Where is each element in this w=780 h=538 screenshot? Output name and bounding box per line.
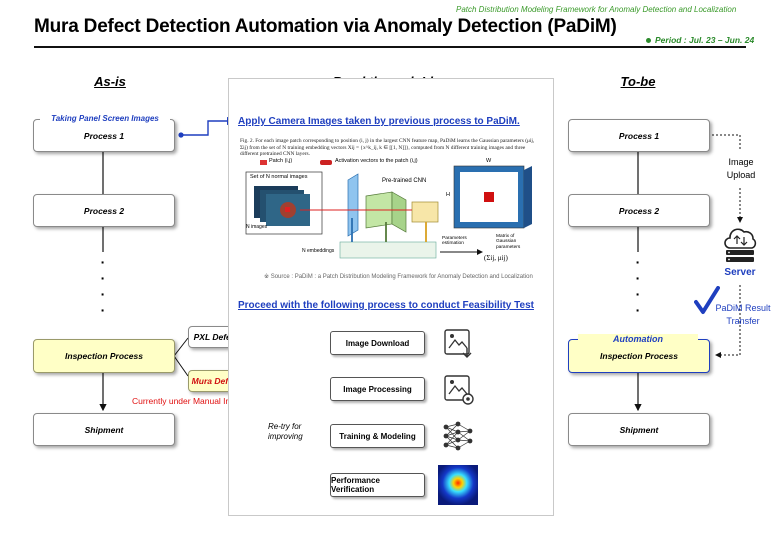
matrix-label: Matrix of Gaussian parameters [496,234,521,250]
tobe-process-2[interactable]: Process 2 [568,194,710,227]
image-download-icon [440,325,476,361]
image-upload-label: Image Upload [726,157,756,180]
page-title: Mura Defect Detection Automation via Ano… [34,16,617,37]
patch-legend-swatch [260,160,267,165]
patch-legend: Patch (i,j) [269,158,293,164]
period-label: Period : Jul. 23 – Jun. 24 [646,35,754,45]
header-divider [34,46,746,48]
asis-shipment[interactable]: Shipment [33,413,175,446]
manual-inspection-note: Currently under Manual Inspection [132,396,262,406]
asis-process-1[interactable]: Process 1 [33,119,175,152]
pretrained-cnn-label: Pre-trained CNN [382,178,427,184]
result-transfer-label: PaDiM Result Transfer [715,303,771,326]
cnn-layer-2-side [391,191,407,233]
neural-network-icon [440,418,476,454]
period-text: Period : Jul. 23 – Jun. 24 [655,35,755,45]
padim-figure-art [245,160,532,259]
params-estimation-label: Parameters estimation [442,236,467,247]
step-image-download[interactable]: Image Download [330,331,425,355]
automation-label: Automation [578,334,698,344]
period-dot-icon [646,38,651,44]
cnn-layer-1 [347,173,359,237]
figure-source: ※ Source : PaDiM : a Patch Distribution … [264,274,533,280]
upload-path-top [712,134,741,150]
embeddings-grid [339,241,437,259]
n-embeddings-label: N embeddings [302,248,335,254]
step-training-modeling[interactable]: Training & Modeling [330,424,425,448]
padim-figure: Patch (i,j) Activation vectors to the pa… [240,158,538,270]
anomaly-heatmap-icon [438,465,478,505]
page-subtitle: Patch Distribution Modeling Framework fo… [456,5,737,14]
gaussian-matrix-depth [524,166,532,228]
server-icon [720,224,760,264]
tobe-ellipsis: ···· [635,254,641,318]
apply-link[interactable]: Apply Camera Images taken by previous pr… [238,116,520,127]
cnn-layer-3 [411,201,439,223]
figure-caption: Fig. 2. For each image patch correspondi… [240,138,535,158]
asis-defect-bracket [173,337,189,377]
image-patch [285,207,290,212]
asis-heading: As-is [94,74,126,89]
result-path [715,285,741,358]
check-icon [694,286,720,316]
tobe-shipment[interactable]: Shipment [568,413,710,446]
gaussian-matrix-patch [484,192,494,202]
retry-label: Re-try for improving [268,422,303,441]
asis-inspection-process[interactable]: Inspection Process [33,339,175,373]
asis-process-2[interactable]: Process 2 [33,194,175,227]
image-processing-icon [440,371,476,407]
activation-legend: Activation vectors to the patch (i,j) [335,158,418,164]
server-label: Server [724,267,756,278]
normal-images-label: Set of N normal images [250,174,308,180]
step-performance-verification[interactable]: Performance Verification [330,473,425,497]
asis-caption: Taking Panel Screen Images [40,114,170,123]
proceed-link[interactable]: Proceed with the following process to co… [238,300,534,311]
step-image-processing[interactable]: Image Processing [330,377,425,401]
asis-ellipsis: ···· [100,254,106,318]
tobe-process-1[interactable]: Process 1 [568,119,710,152]
tobe-heading: To-be [620,74,656,89]
tobe-inspection-process[interactable]: Inspection Process [568,339,710,373]
sigma-mu-label: (Σij, μij) [484,254,508,262]
matrix-height-label: H [446,192,450,198]
asis-to-idea-arrow [181,116,236,136]
activation-legend-swatch [320,160,332,165]
matrix-width-label: W [486,158,492,164]
n-images-label: N images [246,224,268,230]
